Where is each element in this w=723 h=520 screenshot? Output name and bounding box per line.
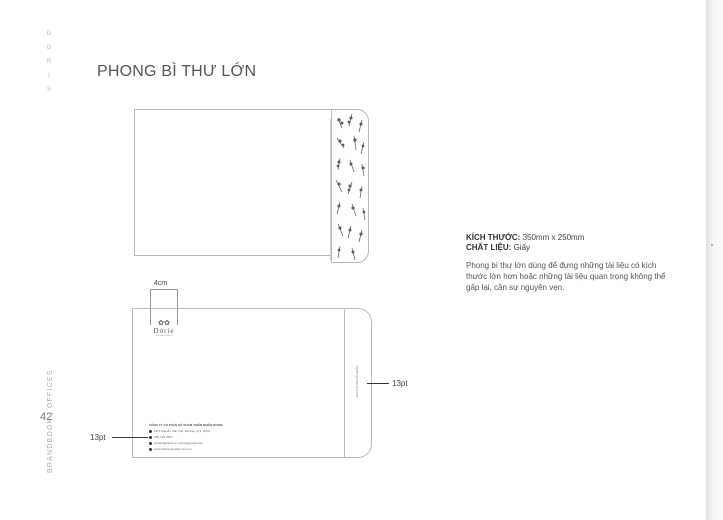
flap-width-dimension: 4cm — [154, 280, 168, 287]
envelope-back-illustration — [134, 109, 369, 263]
contact-row: 12/3 Nguyễn Văn Thủ, Đa Kao, Q.1, HCM — [149, 428, 219, 434]
size-label: KÍCH THƯỚC: — [466, 233, 521, 242]
logo-tagline: LINH GIA CONG TY — [154, 335, 174, 337]
sidebar-section-label: BRANDBOOK | OFFICES — [47, 369, 54, 473]
sprig-icon — [347, 181, 353, 195]
left-margin-label: 13pt — [90, 433, 106, 442]
brand-letter: D — [46, 31, 52, 37]
brand-logo: ✿✿ Dorie LINH GIA CONG TY — [151, 320, 177, 337]
sprig-icon — [351, 203, 357, 217]
envelope-pattern-flap — [331, 109, 369, 263]
page-edge-mark — [711, 244, 713, 246]
contact-row: (28) 123 4567 — [149, 434, 219, 440]
envelope-front-body — [132, 308, 347, 458]
sprig-icon — [353, 135, 357, 151]
sprig-icon — [335, 179, 343, 193]
contact-row: www.doriscosmetics.com.vn — [149, 446, 219, 452]
size-value: 350mm x 250mm — [522, 233, 585, 242]
web-icon — [149, 447, 152, 451]
sprig-icon — [360, 141, 365, 155]
logo-flower-icon: ✿✿ — [158, 320, 170, 327]
sprig-icon — [337, 245, 341, 259]
logo-wordmark: Dorie — [153, 327, 175, 335]
email-icon — [149, 441, 152, 445]
sprig-icon — [336, 137, 345, 149]
brand-letter: S — [46, 87, 51, 93]
flap-width-bracket — [150, 289, 178, 325]
sprig-icon — [358, 229, 363, 243]
page-title: PHONG BÌ THƯ LỚN — [97, 63, 257, 80]
location-icon — [149, 429, 152, 433]
brand-letter: I — [48, 73, 50, 79]
right-margin-label: 13pt — [392, 379, 408, 388]
botanical-pattern-icon — [335, 113, 366, 261]
spec-block: KÍCH THƯỚC: 350mm x 250mm CHẤT LIỆU: Giấ… — [466, 233, 584, 253]
sprig-icon — [336, 201, 341, 215]
recipient-address-label: ĐỊA CHỈ NGƯỜI NHẬN — [355, 365, 359, 397]
envelope-fold-line — [330, 119, 331, 260]
sprig-icon — [349, 159, 355, 173]
sprig-icon — [361, 163, 365, 177]
left-margin-line — [112, 437, 148, 438]
sprig-icon — [347, 113, 353, 127]
sprig-icon — [351, 247, 356, 261]
page-number: 42 — [40, 411, 53, 423]
right-margin-line — [367, 383, 389, 384]
company-name: CÔNG TY CỔ PHẦN MỸ PHẨM THIÊN NHIÊN DORI… — [149, 423, 223, 427]
material-label: CHẤT LIỆU: — [466, 243, 512, 252]
sprig-icon — [337, 117, 344, 129]
sprig-icon — [337, 223, 344, 237]
brand-letter: R — [46, 59, 52, 65]
material-value: Giấy — [513, 243, 531, 252]
sprig-icon — [347, 225, 352, 239]
sprig-icon — [359, 185, 363, 199]
sprig-icon — [336, 157, 341, 171]
contact-row: contact@doris.vn | doris@gmail.com — [149, 440, 219, 446]
brand-letter: O — [46, 45, 52, 51]
contact-block: CÔNG TY CỔ PHẦN MỸ PHẨM THIÊN NHIÊN DORI… — [149, 423, 223, 452]
envelope-description: Phong bì thư lớn dùng để đựng những tài … — [466, 261, 666, 292]
phone-icon — [149, 435, 152, 439]
sprig-icon — [358, 119, 363, 133]
page-edge — [706, 0, 723, 520]
sprig-icon — [362, 207, 366, 221]
brand-letters: D O R I S — [45, 30, 53, 94]
envelope-back-body — [134, 109, 339, 256]
